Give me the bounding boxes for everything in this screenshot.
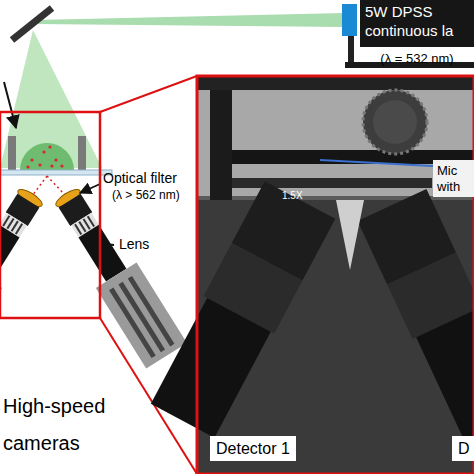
laser-box: 5W DPSS continuous la(λ = 532 nm) [360, 0, 474, 68]
leader-arrow [93, 243, 114, 245]
photo [147, 76, 474, 474]
lens-marking: 1.5X [282, 190, 303, 201]
node-text: Detector 1 [210, 436, 296, 461]
particles [26, 145, 63, 168]
part-label: Lens [119, 236, 149, 253]
photo-label-box: Detector 1 [210, 436, 296, 461]
photo-label-box: Mic with [433, 160, 474, 197]
photo-label-box: D [452, 436, 474, 461]
laser-post [348, 36, 354, 62]
laser-beam [36, 13, 345, 27]
leader-arrow [4, 82, 16, 128]
chamber-wall [78, 136, 86, 170]
laser-aperture [342, 4, 357, 36]
zoom-box [0, 112, 100, 318]
node-text: (λ = 532 nm) [360, 47, 474, 69]
emission-ray [32, 176, 47, 196]
node-text: 5W DPSS continuous la [360, 0, 474, 47]
part-label: Optical filter [103, 170, 177, 187]
camera-assembly [45, 181, 187, 368]
part-label: (λ > 562 nm) [112, 188, 180, 202]
leader-arrow [80, 184, 100, 193]
part-label: High-speed cameras [3, 388, 111, 462]
emission-ray [47, 176, 66, 196]
camera-assembly [0, 181, 53, 368]
node-text: Mic with [433, 160, 474, 197]
droplet [20, 143, 74, 170]
glass-slide [0, 170, 112, 175]
chamber-wall [8, 136, 16, 170]
zoom-line [100, 76, 197, 112]
node-text: D [452, 436, 474, 461]
